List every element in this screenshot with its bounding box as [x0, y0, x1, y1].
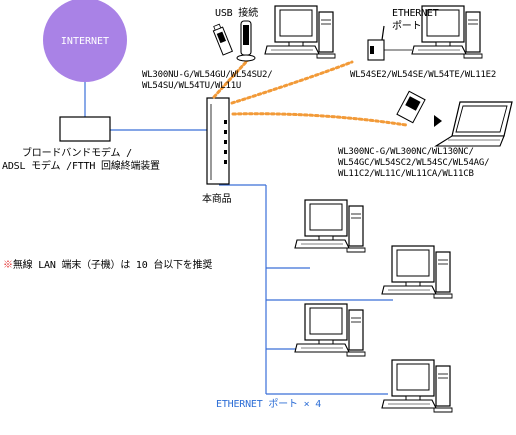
- laptop-models-line-1: WL300NC-G/WL300NC/WL130NC/: [338, 147, 474, 157]
- wireless-to-ethernet-converter: [230, 60, 354, 105]
- laptop-models-line-3: WL11C2/WL11C/WL11CA/WL11CB: [338, 169, 474, 179]
- pc-wired-1-icon: [294, 199, 366, 253]
- usb-models-line-1: WL300NU-G/WL54GU/WL54SU2/: [142, 70, 273, 80]
- laptop-models-line-2: WL54GC/WL54SC2/WL54SC/WL54AG/: [338, 158, 490, 168]
- usb-connection-label: USB 接続: [215, 8, 258, 19]
- ethernet-port-label-1: ETHERNET: [392, 8, 439, 19]
- ethernet-ports-label: ETHERNET ポート × 4: [216, 399, 322, 410]
- ethernet-models-label: WL54SE2/WL54SE/WL54TE/WL11E2: [350, 70, 497, 80]
- pc-wired-4-icon: [381, 359, 453, 413]
- usb-stand-icon: [236, 20, 256, 62]
- ethernet-port-label-2: ポート: [392, 21, 422, 32]
- pc-usb-icon: [264, 5, 336, 59]
- modem-box: [59, 116, 111, 142]
- product-router: [206, 97, 230, 185]
- usb-models-line-2: WL54SU/WL54TU/WL11U: [142, 81, 242, 91]
- usb-adapter-icon: [212, 23, 234, 56]
- recommendation-note: ※無線 LAN 端末（子機）は 10 台以下を推奨: [3, 260, 212, 272]
- pc-wired-3-icon: [294, 303, 366, 357]
- note-mark: ※: [3, 260, 13, 271]
- product-label: 本商品: [202, 194, 232, 205]
- network-lines: [84, 82, 393, 395]
- wireless-to-laptop: [231, 112, 408, 127]
- ethernet-converter-icon: [367, 25, 385, 61]
- wireless-links: [212, 58, 408, 127]
- laptop-icon: [434, 101, 513, 147]
- internet-cloud: [43, 0, 127, 82]
- note-text: 無線 LAN 端末（子機）は 10 台以下を推奨: [12, 260, 213, 271]
- modem-label-line-2: ADSL モデム /FTTH 回線終端装置: [2, 161, 160, 172]
- modem-label-line-1: ブロードバンドモデム /: [22, 148, 132, 159]
- internet-label: INTERNET: [61, 36, 109, 47]
- wireless-to-usb: [212, 58, 250, 99]
- wireless-pc-card-icon: [396, 90, 442, 127]
- pc-wired-2-icon: [381, 245, 453, 299]
